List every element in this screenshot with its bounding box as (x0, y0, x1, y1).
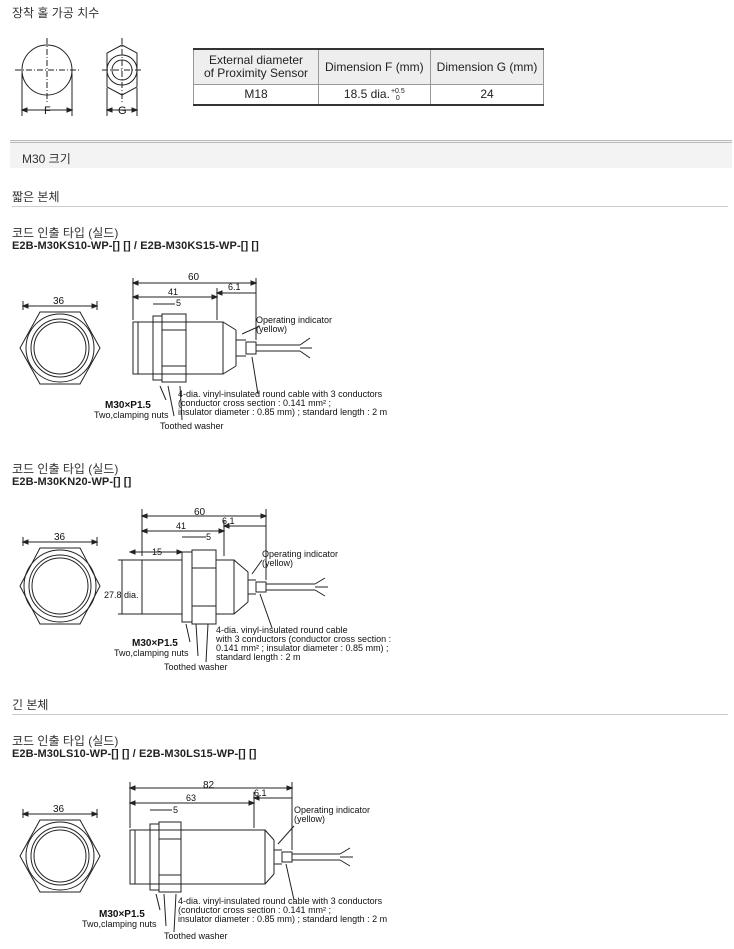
table-header-diameter: External diameter of Proximity Sensor (193, 48, 319, 85)
d1-cable-1: 4-dia. vinyl-insulated round cable with … (178, 389, 383, 399)
d1-dim-41: 41 (168, 287, 178, 297)
long-body-title: 긴 본체 (12, 698, 49, 712)
d2-model: E2B-M30KN20-WP-[] [] (12, 476, 132, 488)
d3-model: E2B-M30LS10-WP-[] [] / E2B-M30LS15-WP-[]… (12, 748, 257, 760)
d3-cable-2: (conductor cross section : 0.141 mm² ; (178, 905, 331, 915)
table-cell-m18: M18 (193, 83, 319, 106)
d3-indicator-1: Operating indicator (294, 805, 370, 815)
mounting-hole-diagram: F G (15, 38, 142, 117)
d3-dim-61: 6.1 (254, 788, 267, 798)
d2-dia: 27.8 dia. (104, 590, 139, 600)
d1-cable-2: (conductor cross section : 0.141 mm² ; (178, 398, 331, 408)
d2-cable-2: with 3 conductors (conductor cross secti… (215, 634, 391, 644)
d1-indicator-2: (yellow) (256, 324, 287, 334)
table-cell-g-value: 24 (429, 83, 545, 106)
divider (12, 714, 728, 715)
d2-dim-5: 5 (206, 532, 211, 542)
d2-drawing: 36 60 41 5 6.1 15 27.8 dia. Operating in… (19, 507, 391, 672)
d3-dim-63: 63 (186, 793, 196, 803)
d3-thread: M30×P1.5 (99, 909, 145, 920)
d2-hex-width: 36 (54, 532, 66, 543)
d3-hex-width: 36 (53, 804, 65, 815)
d1-drawing: 36 60 41 5 6.1 Operating indicator (yell… (19, 272, 387, 431)
section-m30: M30 크기 (10, 140, 732, 168)
d2-washer: Toothed washer (164, 662, 228, 672)
divider (12, 206, 728, 207)
d3-nuts: Two,clamping nuts (82, 919, 157, 929)
d1-dim-total: 60 (188, 272, 200, 283)
d3-dim-5: 5 (173, 805, 178, 815)
d2-nuts: Two,clamping nuts (114, 648, 189, 658)
mounting-hole-title: 장착 홀 가공 치수 (12, 6, 100, 20)
d1-nuts: Two,clamping nuts (94, 410, 169, 420)
d3-indicator-2: (yellow) (294, 814, 325, 824)
d2-cable-3: 0.141 mm² ; insulator diameter : 0.85 mm… (216, 643, 389, 653)
d1-washer: Toothed washer (160, 421, 224, 431)
d1-thread: M30×P1.5 (105, 400, 151, 411)
d3-washer: Toothed washer (164, 931, 228, 941)
d2-thread: M30×P1.5 (132, 638, 178, 649)
d3-cable-3: insulator diameter : 0.85 mm) ; standard… (178, 914, 387, 924)
d1-hex-width: 36 (53, 296, 65, 307)
d1-cable-3: insulator diameter : 0.85 mm) ; standard… (178, 407, 387, 417)
d2-cable-4: standard length : 2 m (216, 652, 301, 662)
d2-indicator-2: (yellow) (262, 558, 293, 568)
d2-type-title: 코드 인출 타입 (실드) (12, 462, 119, 476)
label-g: G (118, 105, 127, 117)
d1-dim-5: 5 (176, 298, 181, 308)
d3-dim-total: 82 (203, 780, 215, 791)
d2-dim-41: 41 (176, 521, 186, 531)
short-body-title: 짧은 본체 (12, 190, 60, 204)
d3-drawing: 36 82 63 5 6.1 Operating indicator (yell… (19, 780, 387, 941)
mounting-dimension-table: External diameter of Proximity Sensor Di… (193, 48, 545, 106)
table-header-g: Dimension G (mm) (429, 48, 545, 85)
d1-dim-61: 6.1 (228, 282, 241, 292)
label-f: F (44, 105, 51, 117)
d2-dim-15: 15 (152, 547, 162, 557)
section-title: M30 크기 (22, 152, 71, 166)
d3-type-title: 코드 인출 타입 (실드) (12, 734, 119, 748)
d1-model: E2B-M30KS10-WP-[] [] / E2B-M30KS15-WP-[]… (12, 240, 259, 252)
d2-dim-61: 6.1 (222, 516, 235, 526)
d2-dim-total: 60 (194, 507, 206, 518)
d1-type-title: 코드 인출 타입 (실드) (12, 226, 119, 240)
d2-cable-1: 4-dia. vinyl-insulated round cable (216, 625, 348, 635)
table-header-f: Dimension F (mm) (318, 48, 431, 85)
d2-indicator-1: Operating indicator (262, 549, 338, 559)
d3-cable-1: 4-dia. vinyl-insulated round cable with … (178, 896, 383, 906)
d1-indicator-1: Operating indicator (256, 315, 332, 325)
